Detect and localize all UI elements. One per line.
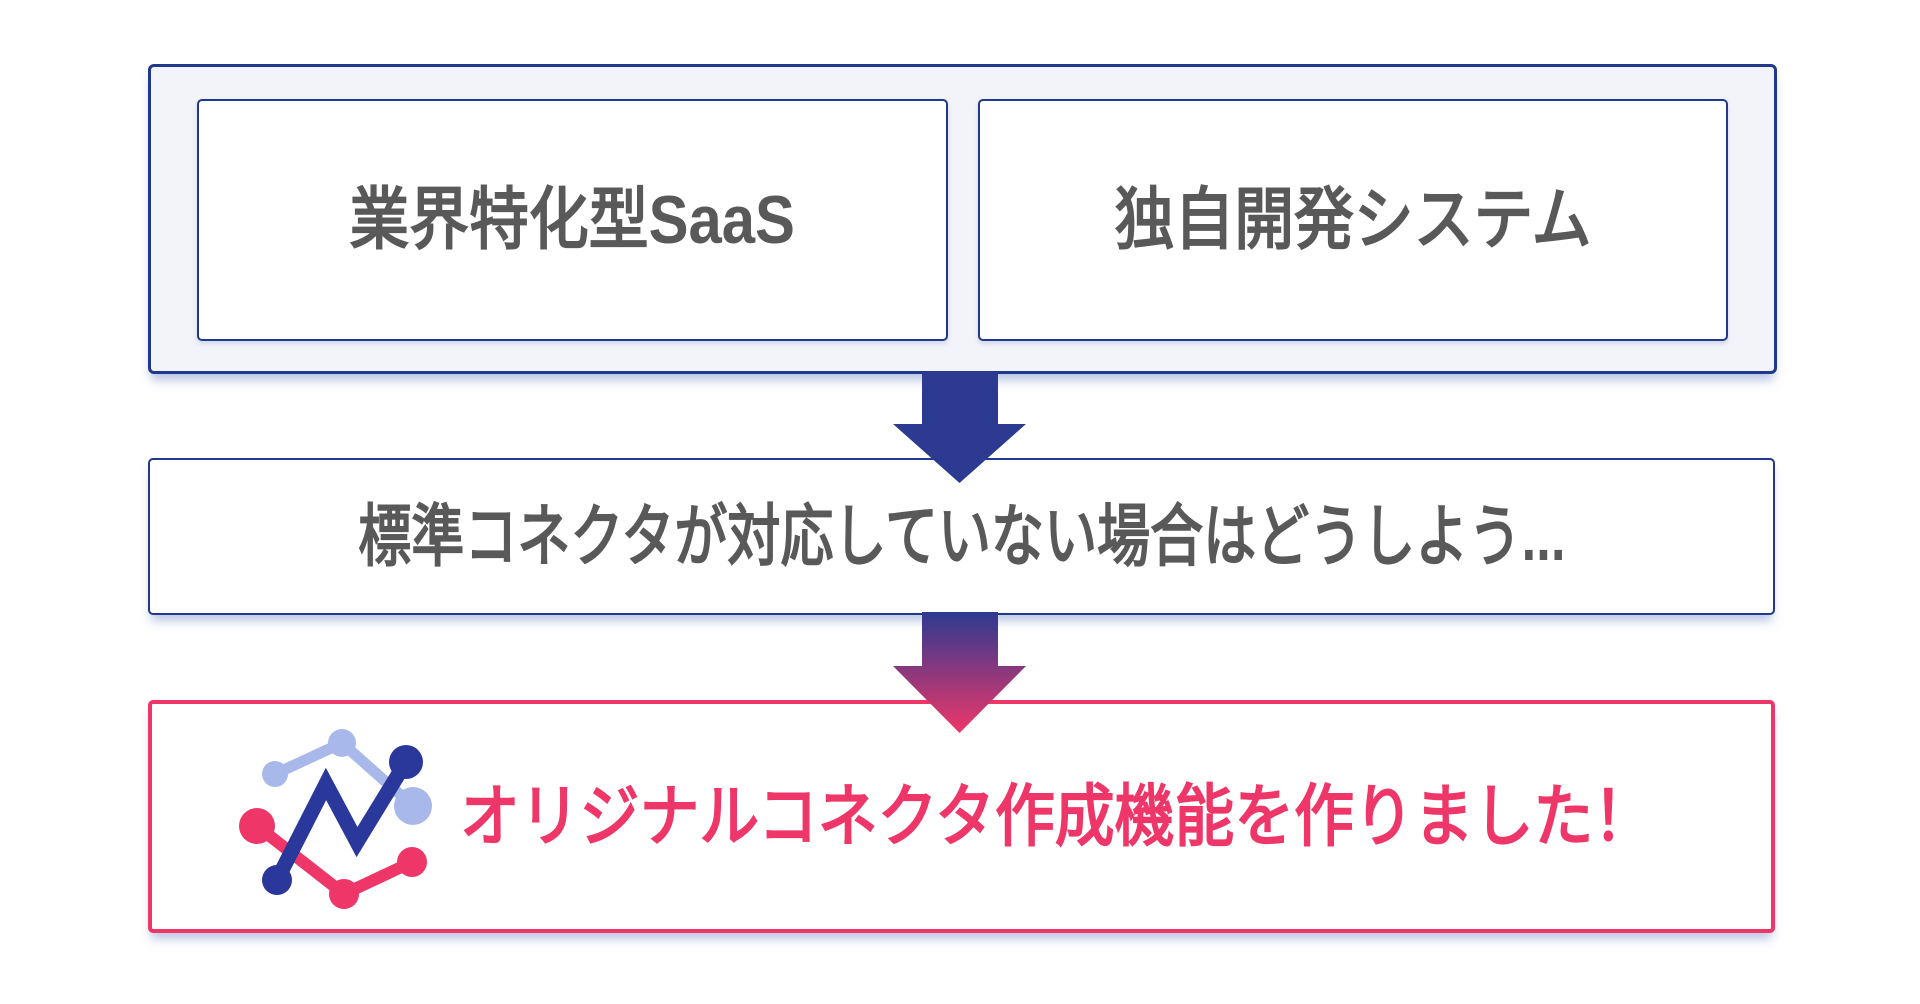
down-arrow-gradient-icon bbox=[893, 612, 1026, 733]
source-box-custom-system: 独自開発システム bbox=[977, 99, 1728, 341]
source-systems-panel: 業界特化型SaaS 独自開発システム bbox=[148, 64, 1777, 374]
problem-box: 標準コネクタが対応していない場合はどうしよう... bbox=[148, 458, 1775, 615]
line-chart-logo-icon bbox=[239, 729, 432, 909]
source-box-custom-system-label: 独自開発システム bbox=[1114, 182, 1592, 258]
solution-text: オリジナルコネクタ作成機能を作りました！ bbox=[460, 778, 1654, 855]
source-box-industry-saas-label: 業界特化型SaaS bbox=[349, 182, 796, 258]
source-box-industry-saas: 業界特化型SaaS bbox=[197, 99, 948, 341]
solution-box: オリジナルコネクタ作成機能を作りました！ bbox=[148, 700, 1775, 933]
down-arrow-icon bbox=[893, 372, 1026, 483]
problem-text: 標準コネクタが対応していない場合はどうしよう... bbox=[357, 498, 1566, 575]
